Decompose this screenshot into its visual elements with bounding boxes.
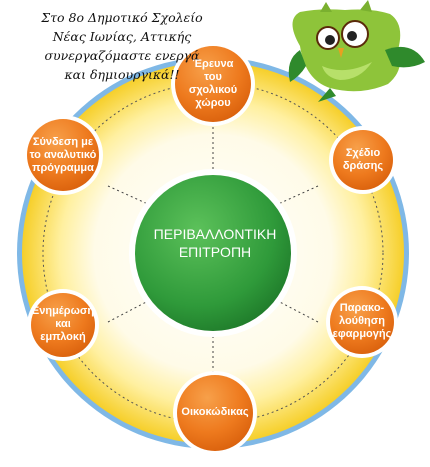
node-line: και [55, 318, 71, 330]
school-caption-line: και δημιουργικά!! [64, 67, 180, 82]
node-line: του [204, 71, 222, 83]
school-caption: Στο 8ο Δημοτικό Σχολείο Νέας Ιωνίας, Αττ… [2, 8, 242, 84]
node-line: Ενημέρωση [31, 305, 95, 317]
node-line: το αναλυτικό [29, 149, 97, 161]
center-circle-fill [135, 175, 291, 331]
node-line: εμπλοκή [40, 331, 86, 343]
node-eco-code [173, 371, 257, 455]
node-research [171, 42, 255, 126]
node-line: Έρευνα [192, 58, 234, 70]
center-title-line: ΠΕΡΙΒΑΛΛΟΝΤΙΚΗ [153, 226, 277, 242]
node-line: χώρου [195, 97, 231, 109]
spoke-connectors [107, 122, 319, 382]
school-caption-line: Στο 8ο Δημοτικό Σχολείο [41, 10, 203, 25]
node-line: Οικοκώδικας [181, 406, 249, 418]
node-curriculum [23, 115, 103, 195]
node-line: λούθηση [338, 315, 385, 327]
node-label-eco-code: Οικοκώδικας [170, 406, 260, 419]
node-label-research: Έρευνα του σχολικού χώρου [173, 58, 253, 110]
node-line: εφαρμογής [332, 328, 392, 340]
node-monitoring [326, 286, 398, 358]
school-caption-line: Νέας Ιωνίας, Αττικής [52, 29, 192, 44]
center-title: ΠΕΡΙΒΑΛΛΟΝΤΙΚΗ ΕΠΙΤΡΟΠΗ [140, 225, 290, 261]
owl-mascot-icon [288, 0, 425, 102]
node-line: πρόγραμμα [32, 162, 94, 174]
node-label-action-plan: Σχέδιο δράσης [328, 147, 398, 173]
node-line: δράσης [342, 160, 384, 172]
node-information [27, 289, 99, 361]
school-caption-line: συνεργαζόμαστε ενεργά [44, 48, 200, 63]
node-label-curriculum: Σύνδεση με το αναλυτικό πρόγραμμα [19, 136, 107, 175]
node-label-monitoring: Παρακο- λούθηση εφαρμογής [325, 302, 399, 341]
center-title-line: ΕΠΙΤΡΟΠΗ [178, 244, 252, 260]
node-line: Σύνδεση με [32, 136, 94, 148]
node-line: Παρακο- [339, 302, 385, 314]
node-label-information: Ενημέρωση και εμπλοκή [25, 305, 101, 344]
node-action-plan [329, 126, 397, 194]
node-line: Σχέδιο [345, 147, 381, 159]
watermark-text: ols.gr [228, 444, 267, 460]
node-line: σχολικού [188, 84, 238, 96]
